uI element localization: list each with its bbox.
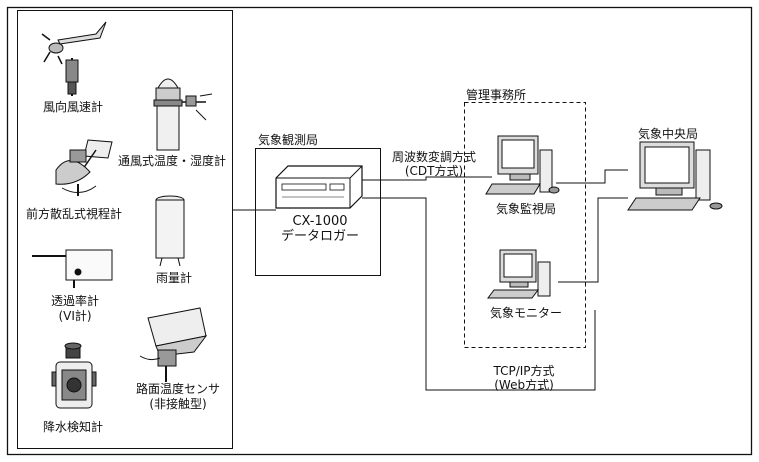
station-box — [255, 148, 381, 276]
precip-detector-icon — [51, 342, 97, 409]
weather-monitor-pc-icon — [487, 249, 551, 299]
data-logger-device — [275, 165, 363, 209]
label-temp-humidity: 通風式温度・湿度計 — [118, 154, 227, 168]
label-monitor-station: 気象監視局 — [495, 202, 556, 216]
central-title: 気象中央局 — [638, 127, 699, 141]
logger-model: CX-1000 — [292, 214, 348, 229]
connection-lines — [232, 169, 628, 391]
rain-gauge-icon — [155, 195, 185, 267]
office-box — [464, 102, 586, 348]
road-temp-sensor-icon — [139, 307, 208, 382]
visibility-sensor-icon — [55, 139, 113, 196]
monitor-station-pc-icon — [485, 135, 560, 195]
logger-name: データロガー — [280, 229, 359, 244]
station-title: 気象観測局 — [258, 133, 319, 147]
label-road-temp-sub: (非接触型) — [149, 397, 207, 411]
link-tcp-sub: (Web方式) — [494, 378, 554, 392]
label-precip-detector: 降水検知計 — [43, 420, 104, 434]
label-wind-sensor: 風向風速計 — [43, 100, 104, 114]
sensor-group-box — [17, 10, 233, 449]
label-weather-monitor: 気象モニター — [489, 306, 562, 320]
label-rain-gauge: 雨量計 — [156, 271, 193, 285]
label-transmissometer: 透過率計 — [50, 294, 99, 308]
label-visibility: 前方散乱式視程計 — [26, 207, 123, 221]
label-transmissometer-sub: (VI計) — [58, 309, 92, 323]
link-tcp-label: TCP/IP方式 — [493, 364, 555, 378]
wind-sensor-icon — [41, 21, 107, 96]
transmissometer-icon — [32, 249, 113, 288]
label-road-temp: 路面温度センサ — [135, 382, 220, 396]
outer-frame — [6, 6, 753, 456]
office-title: 管理事務所 — [466, 88, 527, 102]
link-cdt-sub: (CDT方式) — [404, 164, 464, 178]
temp-humidity-sensor-icon — [153, 78, 213, 151]
central-station-pc-icon — [627, 141, 723, 211]
link-cdt-label: 周波数変調方式 — [391, 150, 476, 164]
